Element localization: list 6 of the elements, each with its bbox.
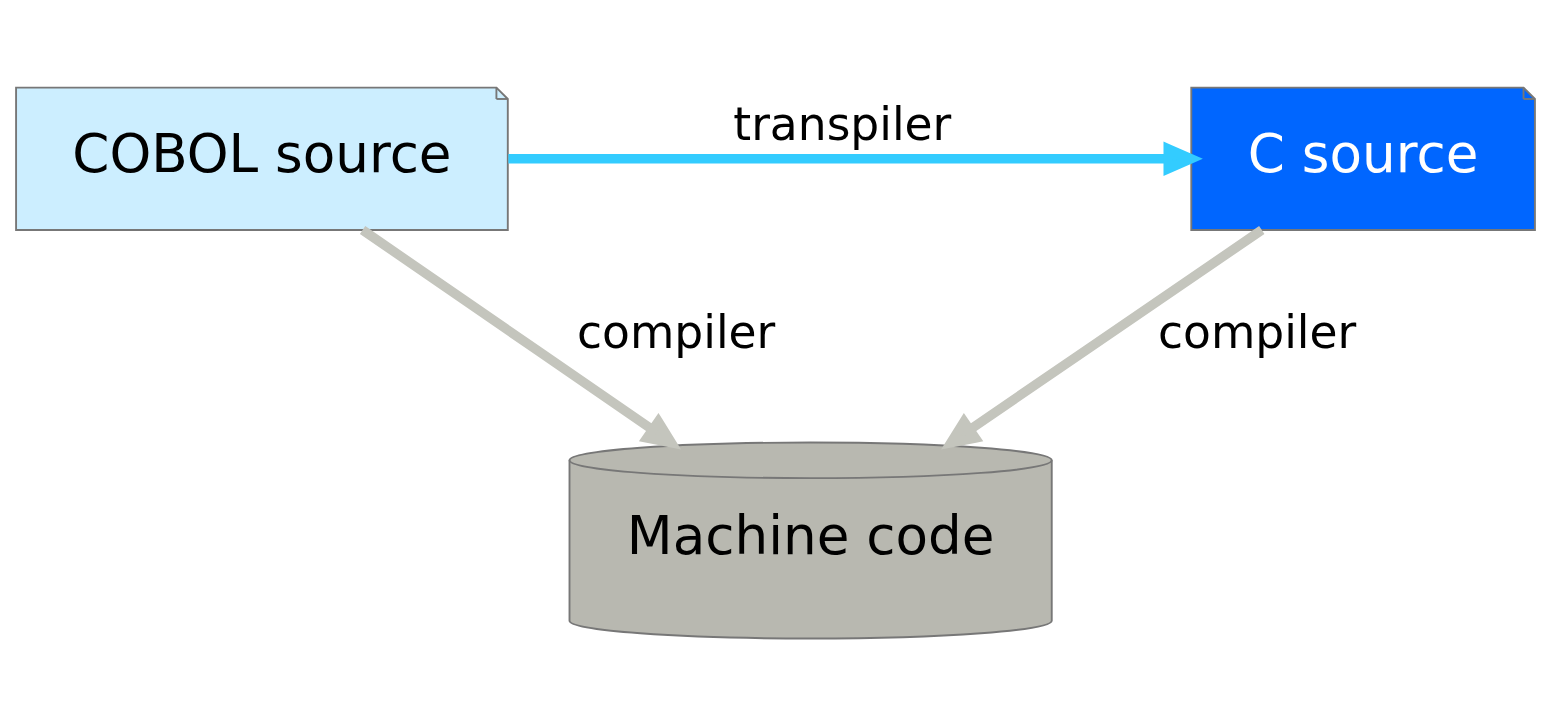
arrow [508, 141, 1203, 176]
arrow [359, 225, 682, 449]
arrow [941, 225, 1265, 449]
edge-label: transpiler [733, 97, 952, 151]
edge-label: compiler [1158, 305, 1357, 359]
edge-label: compiler [577, 305, 776, 359]
